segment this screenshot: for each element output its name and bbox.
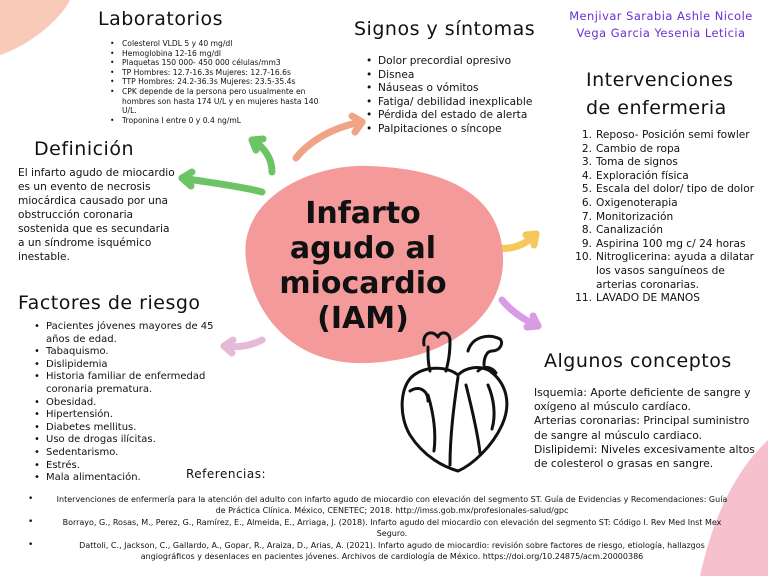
reference-item: Intervenciones de enfermería para la ate… bbox=[28, 494, 732, 517]
list-item: Diabetes mellitus. bbox=[34, 422, 219, 435]
definicion-text: El infarto agudo de miocardio es un even… bbox=[18, 167, 175, 263]
heart-illustration bbox=[400, 331, 509, 473]
central-blob bbox=[245, 165, 504, 364]
concepto-dislipidemia: Dislipidemi: Niveles excesivamente altos… bbox=[534, 442, 755, 471]
list-item: 1.Reposo- Posición semi fowler bbox=[581, 129, 750, 141]
laboratorios-list: Colesterol VLDL 5 y 40 mg/dl Hemoglobina… bbox=[110, 39, 325, 125]
referencias-list: Intervenciones de enfermería para la ate… bbox=[28, 494, 732, 563]
intervenciones-title: Intervenciones de enfermeria bbox=[586, 66, 734, 122]
central-title-line-1: Infarto bbox=[305, 196, 421, 231]
factores-list: Pacientes jóvenes mayores de 45 años de … bbox=[34, 321, 219, 485]
author-1: Menjivar Sarabia Ashle Nicole bbox=[569, 9, 753, 23]
intervenciones-list: 1.Reposo- Posición semi fowler 2.Cambio … bbox=[574, 129, 764, 306]
list-item: Pérdida del estado de alerta bbox=[366, 109, 536, 123]
list-item: Palpitaciones o síncope bbox=[366, 123, 536, 137]
list-item: 9.Aspirina 100 mg c/ 24 horas bbox=[581, 237, 746, 250]
central-title-line-2: agudo al bbox=[289, 231, 437, 266]
list-item: Historia familiar de enfermedad coronari… bbox=[34, 371, 219, 396]
list-item: Estrés. bbox=[34, 460, 219, 473]
authors: Menjivar Sarabia Ashle Nicole Vega Garci… bbox=[556, 8, 766, 42]
central-title: Infarto agudo al miocardio (IAM) bbox=[258, 196, 468, 336]
list-item: TTP Hombres: 24.2-36.3s Mujeres: 23.5-35… bbox=[110, 77, 325, 87]
signos-list: Dolor precordial opresivo Disnea Náuseas… bbox=[366, 55, 536, 137]
conceptos-body: Isquemia: Aporte deficiente de sangre y … bbox=[534, 386, 759, 471]
list-item: Pacientes jóvenes mayores de 45 años de … bbox=[34, 321, 219, 346]
list-item: 4.Exploración física bbox=[581, 169, 689, 182]
intervenciones-title-line-1: Intervenciones bbox=[586, 69, 734, 91]
central-title-line-4: (IAM) bbox=[317, 301, 409, 336]
signos-title: Signos y síntomas bbox=[354, 18, 536, 40]
list-item: Colesterol VLDL 5 y 40 mg/dl bbox=[110, 39, 325, 49]
reference-item: Dattoli, C., Jackson, C., Gallardo, A., … bbox=[28, 540, 732, 563]
referencias-title: Referencias: bbox=[186, 467, 267, 481]
factores-title: Factores de riesgo bbox=[18, 292, 201, 314]
list-item: 10.Nitroglicerina: ayuda a dilatar los v… bbox=[575, 251, 755, 291]
intervenciones-title-line-2: de enfermeria bbox=[586, 97, 727, 119]
list-item: Hemoglobina 12-16 mg/dl bbox=[110, 49, 325, 59]
list-item: Troponina I entre 0 y 0.4 ng/mL bbox=[110, 116, 325, 126]
list-item: CPK depende de la persona pero usualment… bbox=[110, 87, 325, 116]
list-item: 11.LAVADO DE MANOS bbox=[575, 292, 700, 305]
list-item: Uso de drogas ilícitas. bbox=[34, 434, 219, 447]
laboratorios-title: Laboratorios bbox=[98, 8, 224, 30]
list-item: 2.Cambio de ropa bbox=[581, 142, 681, 155]
concepto-arterias: Arterias coronarias: Principal suministr… bbox=[534, 414, 750, 442]
author-2: Vega Garcia Yesenia Leticia bbox=[576, 26, 746, 40]
conceptos-title: Algunos conceptos bbox=[544, 350, 732, 372]
list-item: 5.Escala del dolor/ tipo de dolor bbox=[581, 183, 755, 196]
list-item: Dolor precordial opresivo bbox=[366, 55, 536, 69]
list-item: Sedentarismo. bbox=[34, 447, 219, 460]
central-title-line-3: miocardio bbox=[279, 266, 447, 301]
list-item: 7.Monitorización bbox=[581, 210, 674, 223]
list-item: Mala alimentación. bbox=[34, 472, 219, 485]
list-item: Obesidad. bbox=[34, 397, 219, 410]
arrow-to-signos bbox=[292, 118, 366, 162]
list-item: 8.Canalización bbox=[581, 224, 663, 237]
arrow-to-definicion bbox=[178, 174, 266, 196]
list-item: Fatiga/ debilidad inexplicable bbox=[366, 96, 536, 110]
list-item: Dislipidemia bbox=[34, 359, 219, 372]
list-item: Tabaquismo. bbox=[34, 346, 219, 359]
list-item: 3.Toma de signos bbox=[581, 156, 678, 169]
list-item: Plaquetas 150 000- 450 000 células/mm3 bbox=[110, 58, 325, 68]
list-item: Disnea bbox=[366, 69, 536, 83]
list-item: Náuseas o vómitos bbox=[366, 82, 536, 96]
definicion-title: Definición bbox=[34, 138, 134, 160]
concepto-isquemia: Isquemia: Aporte deficiente de sangre y … bbox=[534, 386, 751, 414]
reference-item: Borrayo, G., Rosas, M., Perez, G., Ramír… bbox=[28, 517, 732, 540]
list-item: 6.Oxigenoterapia bbox=[581, 196, 678, 209]
corner-decoration-top-left bbox=[0, 0, 70, 55]
list-item: TP Hombres: 12.7-16.3s Mujeres: 12.7-16.… bbox=[110, 68, 325, 78]
list-item: Hipertensión. bbox=[34, 409, 219, 422]
